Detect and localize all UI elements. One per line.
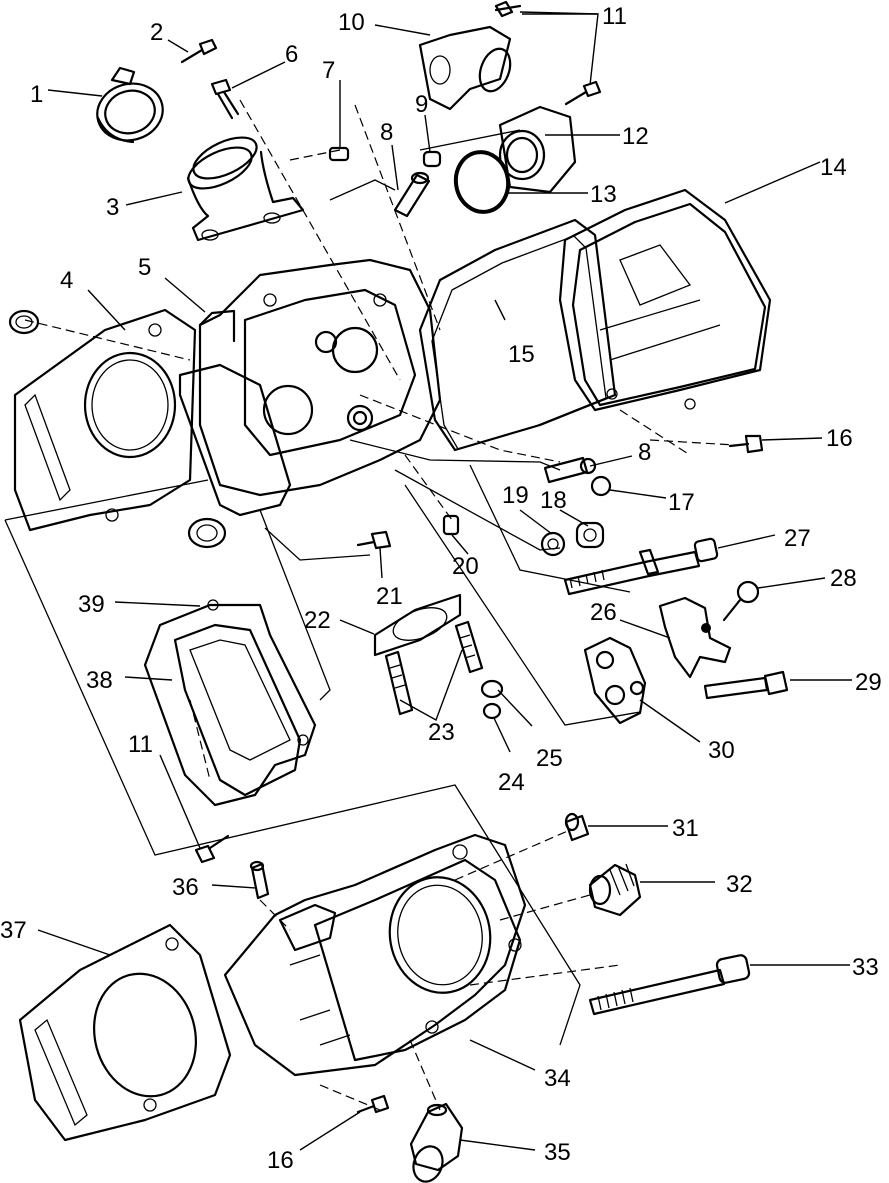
callout-24: 24 [498, 769, 525, 796]
side-cover-part-38-39 [143, 599, 317, 807]
callout-35: 35 [544, 1139, 571, 1166]
callout-12: 12 [622, 123, 649, 150]
o-ring-part [453, 150, 511, 214]
callout-39: 39 [78, 591, 105, 618]
callout-17: 17 [668, 489, 695, 516]
callout-8-lower: 8 [638, 439, 651, 466]
cylinder-head-part [198, 258, 442, 497]
elbow-part-35 [409, 1102, 464, 1183]
callout-10: 10 [338, 9, 365, 36]
callout-9: 9 [415, 91, 428, 118]
nipple-part-36 [249, 860, 270, 900]
dowel-part-31 [564, 812, 590, 842]
cover-gasket-part [418, 218, 617, 452]
callout-32: 32 [726, 871, 753, 898]
callout-23: 23 [428, 719, 455, 746]
callout-3: 3 [106, 194, 119, 221]
callout-21: 21 [376, 583, 403, 610]
callout-27: 27 [784, 525, 811, 552]
hose-clamp-part [96, 66, 164, 144]
callout-16-upper: 16 [826, 425, 853, 452]
screw-part-11-top [564, 80, 602, 106]
callout-29: 29 [855, 669, 882, 696]
cylinder-part-34 [223, 833, 527, 1077]
callout-30: 30 [708, 737, 735, 764]
intake-boot-part [186, 136, 305, 242]
callout-26: 26 [590, 599, 617, 626]
screw-part-21 [356, 530, 392, 550]
callout-16-lower: 16 [267, 1147, 294, 1174]
fitting-part-32 [588, 863, 642, 917]
callout-labels: 1 2 3 4 5 6 7 8 8 9 10 11 11 12 13 14 15… [0, 3, 882, 1174]
callout-18: 18 [540, 487, 567, 514]
callout-14: 14 [820, 154, 847, 181]
stud-bolt-part-33 [588, 954, 751, 1016]
dowel-pin-part-7 [328, 146, 350, 162]
bolt-part-29 [703, 670, 789, 700]
small-fittings-8-9 [393, 150, 442, 218]
callout-11-upper: 11 [602, 3, 627, 30]
callout-11-lower: 11 [128, 731, 153, 758]
callout-31: 31 [672, 815, 699, 842]
studs-part-23 [384, 620, 484, 716]
callout-37: 37 [0, 917, 27, 944]
screw-part-16-right [728, 434, 764, 454]
screw-part-28 [722, 580, 760, 622]
callout-33: 33 [852, 954, 879, 981]
callout-25: 25 [536, 745, 563, 772]
exhaust-gasket-part-22 [373, 593, 462, 657]
callout-7: 7 [322, 57, 335, 84]
assembly-lines [4, 99, 736, 1111]
callout-28: 28 [830, 565, 857, 592]
screw-part-16-lower [356, 1094, 390, 1114]
screw-part-2 [180, 38, 218, 64]
nuts-part-24-25 [480, 679, 504, 720]
callout-34: 34 [544, 1065, 571, 1092]
callout-2: 2 [150, 19, 163, 46]
callout-36: 36 [172, 874, 199, 901]
tensioner-part-30 [583, 636, 647, 725]
callout-20: 20 [452, 553, 479, 580]
long-bolt-part-27 [563, 537, 719, 596]
callout-15: 15 [508, 341, 535, 368]
callout-19: 19 [502, 482, 529, 509]
seal-part-top-left [8, 309, 40, 335]
callout-5: 5 [138, 254, 151, 281]
callout-13: 13 [590, 181, 617, 208]
callout-38: 38 [86, 667, 113, 694]
callout-22: 22 [304, 607, 331, 634]
callout-1: 1 [30, 81, 43, 108]
valve-cover-part [558, 188, 772, 412]
housing-part-12 [498, 105, 577, 194]
head-gasket-part-rear [178, 363, 292, 517]
callout-6: 6 [285, 41, 298, 68]
seal-part-lower [187, 517, 227, 549]
callout-4: 4 [60, 267, 73, 294]
screw-part-11-lower [194, 834, 230, 864]
water-outlet-part [418, 0, 522, 111]
base-gasket-part-37 [18, 923, 232, 1142]
small-parts-17-20 [442, 456, 612, 557]
bolt-part-6 [210, 78, 240, 120]
bracket-part-26 [658, 596, 732, 679]
callout-8-upper: 8 [380, 119, 393, 146]
head-gasket-part-4 [13, 308, 197, 532]
leader-lines [37, 11, 852, 1151]
